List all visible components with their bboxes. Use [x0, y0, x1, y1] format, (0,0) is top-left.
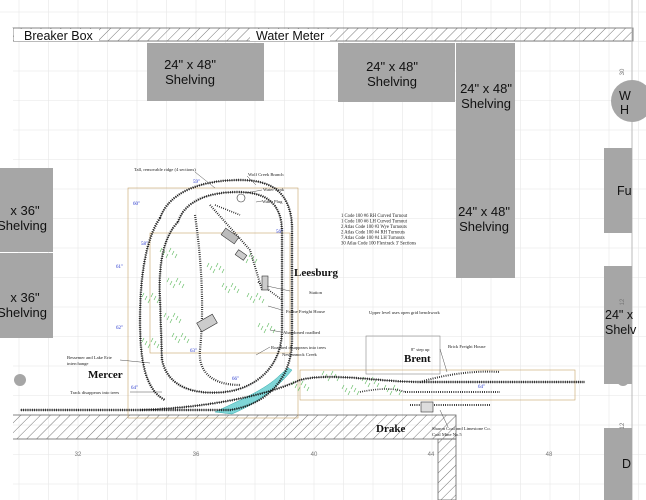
grid-num-48: 48 [546, 452, 553, 458]
svg-text:66": 66" [232, 377, 239, 382]
shelving-1: 24" x 48" Shelving [147, 43, 264, 101]
shelving-6: x 36" Shelving [0, 253, 53, 338]
structures [196, 193, 434, 413]
svg-text:24" x 48": 24" x 48" [458, 204, 510, 219]
label-coal-mine: Coal Mine No.5 [432, 432, 462, 437]
svg-text:W: W [619, 89, 631, 103]
grid-num-36: 36 [193, 452, 200, 458]
svg-text:64": 64" [131, 386, 138, 391]
label-neshannock: Neshannock Creek [282, 352, 318, 357]
town-mercer: Mercer [88, 369, 123, 381]
svg-text:64": 64" [478, 385, 485, 390]
turnout-legend: 1 Code 100 #6 RH Curved Turnout 1 Code 1… [341, 214, 416, 247]
svg-text:Shelving: Shelving [0, 305, 47, 320]
grid-num-32: 32 [75, 452, 82, 458]
svg-text:D: D [622, 457, 631, 471]
foliage [141, 247, 402, 396]
label-water-tank: Water Tank [263, 187, 285, 192]
svg-text:Shelv: Shelv [605, 323, 637, 337]
svg-text:1 Code 100 #6 LH Curved Turnou: 1 Code 100 #6 LH Curved Turnout [341, 220, 408, 225]
shelving-3: 24" x 48" Shelving [456, 43, 515, 161]
label-roadbed-trees: Roadbed disappears into trees [271, 345, 326, 350]
grid-num-right-1: 30 [620, 68, 626, 75]
svg-text:63": 63" [190, 349, 197, 354]
shelving-7: 24" x Shelv [604, 266, 637, 384]
shelving-4: 24" x 48" Shelving [456, 161, 515, 278]
label-bessemer: Bessemer and Lake Erie [67, 355, 112, 360]
svg-text:58": 58" [141, 242, 148, 247]
shelving-2: 24" x 48" Shelving [338, 43, 455, 102]
water-heater: W H [611, 80, 646, 122]
svg-text:2 Atlas Code 100 #4 RH Turnout: 2 Atlas Code 100 #4 RH Turnouts [341, 231, 405, 236]
label-track-trees: Track disappears into trees [70, 390, 119, 395]
town-drake: Drake [376, 423, 405, 435]
svg-text:Shelving: Shelving [165, 72, 215, 87]
svg-text:Shelving: Shelving [461, 96, 511, 111]
label-wolf-creek: Wolf Creek Branch [248, 172, 284, 177]
grid-num-40: 40 [311, 452, 318, 458]
shelving-8: Fu [604, 148, 632, 233]
grade-markers: 59" 60" 58" 56" 61" 62" 63" 64" 66" 64" [116, 180, 485, 391]
neshannock-creek [214, 367, 293, 415]
svg-text:x 36": x 36" [10, 203, 40, 218]
svg-text:Shelving: Shelving [367, 74, 417, 89]
benchwork [127, 187, 576, 419]
water-meter-label: Water Meter [256, 29, 324, 43]
svg-text:2 Atlas Code 100 #3 Wye Turnou: 2 Atlas Code 100 #3 Wye Turnouts [341, 225, 407, 230]
leader-lines [119, 171, 449, 428]
label-ridge: Tall, removable ridge (4 sections) [134, 167, 196, 173]
label-water-plug: Water Plug [262, 199, 283, 204]
grid-num-right-3: 12 [620, 422, 626, 429]
svg-text:24" x: 24" x [605, 308, 634, 322]
svg-text:60": 60" [133, 202, 140, 207]
breaker-box-label: Breaker Box [24, 29, 94, 43]
svg-text:62": 62" [116, 326, 123, 331]
label-upper-level: Upper level uses open grid benchwork [369, 310, 441, 315]
svg-text:24" x 48": 24" x 48" [460, 81, 512, 96]
svg-text:59": 59" [193, 180, 200, 185]
svg-text:30 Atlas Code 100 Flextrack 3': 30 Atlas Code 100 Flextrack 3' Sections [341, 242, 416, 247]
tracks [20, 178, 585, 412]
label-step-up: 8" step up [411, 347, 430, 352]
label-abandoned: Abandoned roadbed [283, 330, 321, 335]
shelving-5: x 36" Shelving [0, 168, 53, 252]
svg-text:H: H [620, 103, 629, 117]
post-circle-right [617, 374, 629, 386]
label-sharon-coal: Sharon Coal and Limestone Co. [432, 426, 491, 431]
svg-text:Shelving: Shelving [0, 218, 47, 233]
label-interchange: interchange [67, 361, 88, 366]
post-circle-left [14, 374, 26, 386]
shelving-9: D [604, 428, 632, 500]
label-frame-freight: Frame Freight House [286, 309, 325, 314]
svg-text:x 36": x 36" [10, 290, 40, 305]
grid-num-right-2: 12 [620, 298, 626, 305]
bottom-wall [0, 414, 457, 440]
town-leesburg: Leesburg [294, 267, 339, 279]
svg-text:1 Code 100 #6 RH Curved Turnou: 1 Code 100 #6 RH Curved Turnout [341, 214, 408, 219]
bottom-wall-post [437, 438, 457, 500]
svg-text:Fu: Fu [617, 184, 632, 198]
svg-text:Shelving: Shelving [459, 219, 509, 234]
svg-text:24" x 48": 24" x 48" [366, 59, 418, 74]
label-brick-freight: Brick Freight House [448, 344, 486, 349]
town-brent: Brent [404, 353, 431, 365]
svg-text:7 Atlas Code 100 #4 LH Turnout: 7 Atlas Code 100 #4 LH Turnouts [341, 236, 405, 241]
svg-text:61": 61" [116, 265, 123, 270]
svg-text:56": 56" [276, 230, 283, 235]
svg-text:24" x 48": 24" x 48" [164, 57, 216, 72]
label-station: Station [309, 290, 323, 295]
grid-num-44: 44 [428, 452, 435, 458]
